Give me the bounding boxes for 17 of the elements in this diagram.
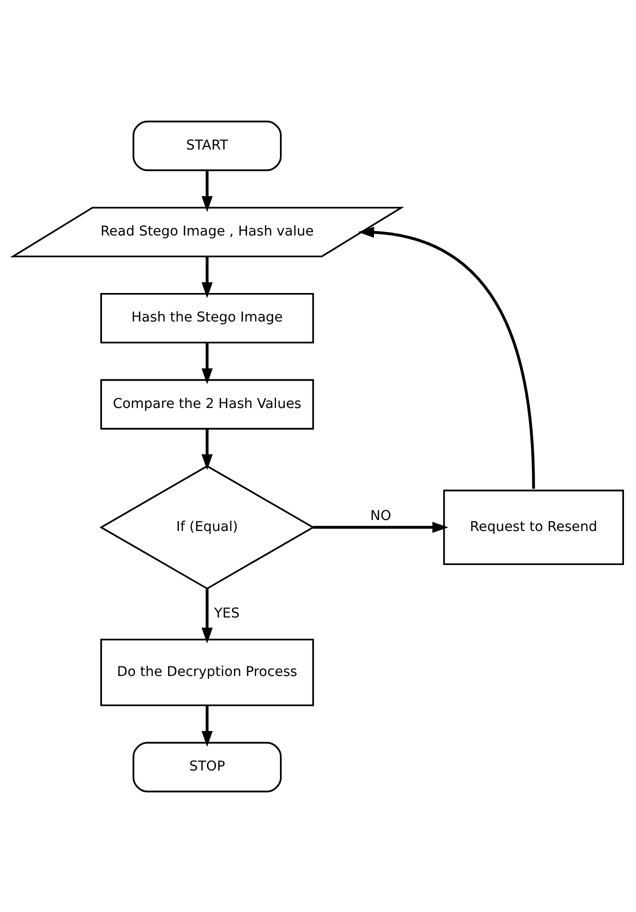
arrow <box>358 226 535 488</box>
arrow <box>202 588 213 644</box>
edge-label: YES <box>214 605 240 622</box>
arrow <box>202 170 213 212</box>
edge-label: NO <box>370 508 392 524</box>
node-box: Hash the Stego Image <box>100 292 314 343</box>
arrow <box>202 428 213 470</box>
arrow <box>202 342 213 384</box>
arrow <box>313 521 448 532</box>
arrow <box>202 256 213 298</box>
node-box: Do the Decryption Process <box>100 638 314 706</box>
node-diamond: If (Equal) <box>99 464 315 590</box>
node-box: STOP <box>132 741 282 792</box>
node-box: Compare the 2 Hash Values <box>100 378 314 430</box>
arrow <box>202 704 213 746</box>
node-box: Request to Resend <box>443 489 624 565</box>
node-box: START <box>132 120 282 171</box>
